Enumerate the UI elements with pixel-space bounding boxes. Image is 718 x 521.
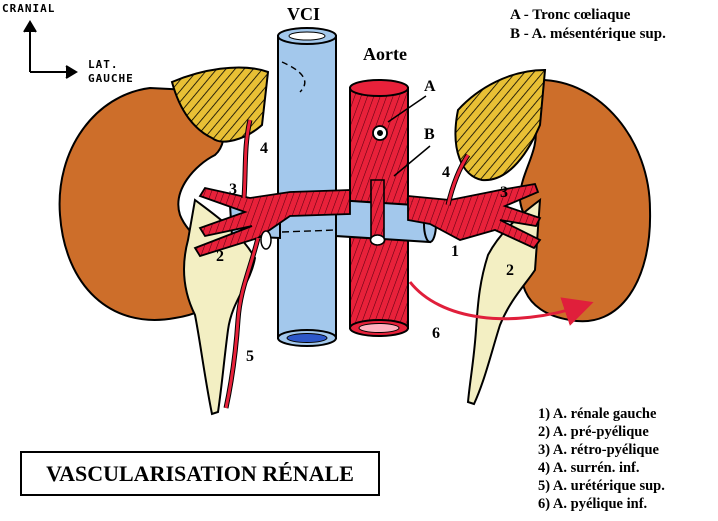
- aorta-label: Aorte: [363, 44, 407, 64]
- label-4-left: 4: [260, 140, 268, 157]
- legend-bottom-item: 4) A. surrén. inf.: [538, 460, 640, 476]
- label-1: 1: [451, 243, 459, 260]
- label-6: 6: [432, 325, 440, 342]
- vci-label: VCI: [287, 4, 321, 24]
- left-inferior-adrenal-artery: [445, 153, 471, 206]
- left-renal-pelvis: [466, 197, 542, 406]
- label-5: 5: [246, 348, 254, 365]
- legend-bottom-item: 5) A. urétérique sup.: [538, 478, 665, 494]
- label-3-left: 3: [229, 181, 237, 198]
- label-4-right: 4: [442, 164, 450, 181]
- legend-top-item: A - Tronc cœliaque: [510, 7, 631, 23]
- legend-bottom-item: 6) A. pyélique inf.: [538, 496, 648, 512]
- marker-a-label: A: [424, 78, 436, 95]
- label-2-right: 2: [506, 262, 514, 279]
- lateral-label-line2: GAUCHE: [88, 72, 134, 85]
- upper-ureteric-artery: [223, 230, 272, 409]
- label-2-left: 2: [216, 248, 224, 265]
- right-renal-artery: [193, 186, 351, 258]
- right-inferior-adrenal-artery: [241, 119, 253, 199]
- legend-bottom: 1) A. rénale gauche 2) A. pré-pyélique 3…: [538, 405, 665, 513]
- diagram-title: VASCULARISATION RÉNALE: [20, 451, 380, 496]
- leader-lines: [387, 95, 431, 177]
- coeliac-trunk: [372, 125, 388, 141]
- legend-top-item: B - A. mésentérique sup.: [510, 26, 666, 42]
- orientation-axes: [23, 20, 78, 79]
- marker-b-label: B: [424, 126, 435, 143]
- left-adrenal-gland: [454, 68, 547, 182]
- label-3-right: 3: [500, 184, 508, 201]
- inferior-vena-cava: [277, 27, 337, 347]
- lateral-label-line1: LAT.: [88, 58, 119, 71]
- inferior-pyelic-artery-arrow: [408, 281, 594, 326]
- legend-bottom-item: 2) A. pré-pyélique: [538, 424, 649, 440]
- legend-bottom-item: 3) A. rétro-pyélique: [538, 442, 659, 458]
- left-renal-artery: [407, 182, 542, 250]
- cranial-label: CRANIAL: [2, 2, 56, 15]
- legend-bottom-item: 1) A. rénale gauche: [538, 406, 657, 422]
- lateral-left-label: LAT. GAUCHE: [88, 58, 134, 86]
- superior-mesenteric-artery: [369, 179, 386, 246]
- legend-top: A - Tronc cœliaque B - A. mésentérique s…: [510, 6, 666, 44]
